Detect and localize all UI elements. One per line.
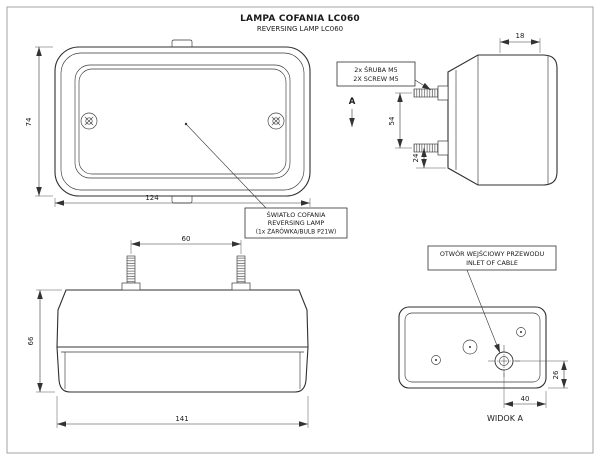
dim-front-height: 74 [25, 46, 53, 197]
dim-top-width: 141 [56, 396, 309, 428]
back-screw-hole-left [431, 355, 441, 365]
drawing-title: LAMPA COFANIA LC060 REVERSING LAMP LC060 [240, 14, 360, 33]
dim-side-bolt-spacing-value: 54 [388, 116, 396, 125]
inlet-note-line1: OTWÓR WEJŚCIOWY PRZEWODU [440, 249, 545, 258]
lamp-note-line2: REVERSING LAMP [268, 219, 325, 227]
back-view [398, 306, 547, 389]
dim-back-inlet-offset: 40 [503, 373, 547, 408]
back-center-hole [462, 339, 478, 355]
dim-side-depth-value: 18 [516, 32, 525, 40]
dim-front-width-value: 124 [145, 194, 159, 202]
drawing-border-frame [6, 6, 594, 454]
cable-inlet [488, 345, 520, 377]
screw-note-leader [414, 79, 432, 91]
lamp-note-line3: (1x ŻARÓWKA/BULB P21W) [256, 229, 337, 236]
front-left-screw [80, 112, 98, 130]
dim-top-bolt-spacing-value: 60 [182, 235, 191, 243]
lamp-note-leader [185, 123, 267, 209]
front-top-tab [171, 39, 193, 47]
dim-side-depth: 18 [499, 32, 541, 53]
side-top-bolt [413, 85, 449, 101]
section-a-marker: A [349, 97, 356, 127]
dim-top-bolt-spacing: 60 [130, 235, 242, 254]
lamp-note-line1: ŚWIATŁO COFANIA [267, 210, 326, 219]
inlet-note-box: OTWÓR WEJŚCIOWY PRZEWODU INLET OF CABLE [427, 245, 557, 354]
title-main: LAMPA COFANIA LC060 [240, 14, 360, 24]
front-view [54, 39, 311, 209]
back-screw-hole-right [516, 327, 526, 337]
inlet-note-leader [466, 269, 501, 354]
dim-top-width-value: 141 [175, 415, 188, 423]
screw-note-line1: 2x ŚRUBA M5 [354, 65, 397, 74]
dim-top-height-value: 66 [27, 336, 35, 345]
top-left-bolt [121, 255, 141, 291]
dim-side-bolt-bottom: 24 [412, 148, 446, 169]
title-sub: REVERSING LAMP LC060 [257, 25, 343, 33]
dim-side-bolt-bottom-value: 24 [412, 153, 420, 162]
dim-back-inlet-height-value: 26 [552, 370, 560, 379]
front-bottom-tab [171, 196, 193, 204]
back-view-label: WIDOK A [487, 414, 524, 423]
dim-front-width: 124 [54, 194, 311, 207]
top-right-bolt [231, 255, 251, 291]
top-view [56, 255, 309, 393]
side-bottom-bolt [413, 140, 449, 156]
dim-back-inlet-height: 26 [515, 360, 568, 389]
front-right-screw [267, 112, 285, 130]
side-view [413, 54, 558, 186]
dim-front-height-value: 74 [25, 117, 33, 126]
dim-side-bolt-spacing: 54 [388, 92, 412, 149]
section-a-letter: A [349, 97, 356, 107]
screw-note-line2: 2X SCREW M5 [353, 75, 398, 83]
screw-note-box: 2x ŚRUBA M5 2X SCREW M5 [336, 61, 432, 91]
inlet-note-line2: INLET OF CABLE [466, 259, 518, 267]
dim-top-height: 66 [27, 289, 62, 393]
lamp-note-box: ŚWIATŁO COFANIA REVERSING LAMP (1x ŻARÓW… [244, 207, 348, 239]
dim-back-inlet-offset-value: 40 [521, 395, 530, 403]
